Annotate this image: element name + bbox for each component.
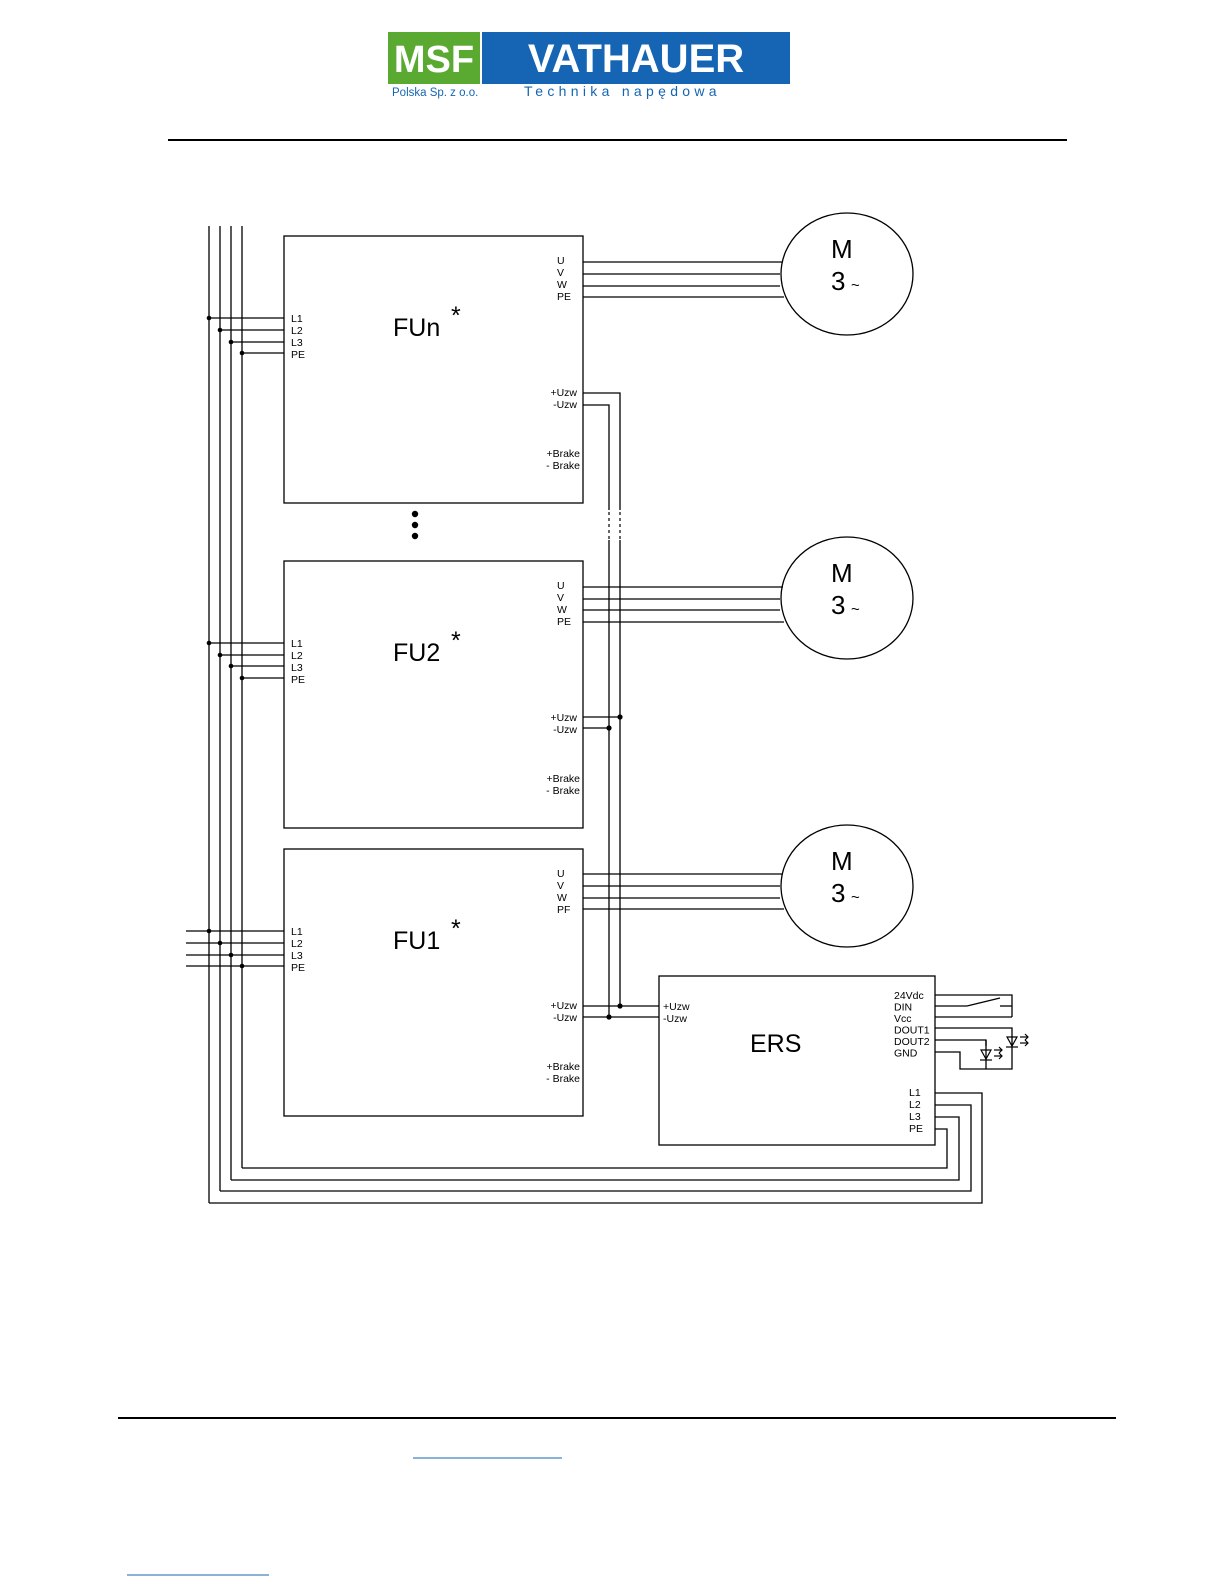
terminal-label: L1: [291, 926, 303, 938]
terminal-label: L3: [909, 1111, 921, 1123]
terminal-label: +Uzw: [550, 712, 577, 724]
logo-mark: MSF: [394, 39, 474, 81]
terminal-label: L3: [291, 337, 303, 349]
terminal-label: -Uzw: [663, 1013, 687, 1025]
motor-phase-count: 3: [831, 266, 845, 296]
led-icon: [980, 1047, 1002, 1060]
terminal-label: DIN: [894, 1002, 912, 1014]
terminal-label: GND: [894, 1048, 918, 1060]
terminal-label: W: [557, 604, 567, 616]
terminal-label: DOUT2: [894, 1036, 930, 1048]
motor: M3 ~: [781, 213, 913, 335]
terminal-label: DOUT1: [894, 1025, 930, 1037]
logo-subtitle-left: Polska Sp. z o.o.: [392, 87, 478, 99]
motor-icon: [781, 537, 913, 659]
motor-phase-count: 3: [831, 878, 845, 908]
terminal-label: L2: [291, 938, 303, 950]
terminal-label: PE: [557, 291, 571, 303]
terminal-label: -Uzw: [553, 399, 577, 411]
motor-label: M: [831, 558, 853, 588]
inverter-name: FU2: [393, 639, 440, 667]
terminal-label: +Brake: [546, 448, 580, 460]
inverter-footnote-mark: *: [451, 627, 461, 655]
terminal-label: L2: [291, 325, 303, 337]
terminal-label: +Uzw: [663, 1001, 690, 1013]
terminal-label: U: [557, 580, 565, 592]
company-logo: MSF VATHAUER Polska Sp. z o.o. Technika …: [388, 32, 790, 99]
motor-icon: [781, 213, 913, 335]
terminal-label: PE: [909, 1123, 923, 1135]
terminal-label: W: [557, 279, 567, 291]
terminal-label: PE: [291, 349, 305, 361]
inverter-box: [284, 849, 583, 1116]
motor-ac-symbol: ~: [851, 601, 860, 618]
terminal-label: L1: [909, 1087, 921, 1099]
led-icon: [1006, 1034, 1028, 1047]
terminal-label: - Brake: [546, 785, 580, 797]
motor-label: M: [831, 234, 853, 264]
motor-icon: [781, 825, 913, 947]
motor-ac-symbol: ~: [851, 889, 860, 906]
inverter-box: [284, 236, 583, 503]
terminal-label: PF: [557, 904, 570, 916]
terminal-label: V: [557, 592, 564, 604]
terminal-label: W: [557, 892, 567, 904]
terminal-label: L1: [291, 313, 303, 325]
terminal-label: L2: [291, 650, 303, 662]
terminal-label: -Uzw: [553, 724, 577, 736]
motor-ac-symbol: ~: [851, 277, 860, 294]
terminal-label: V: [557, 880, 564, 892]
terminal-label: -Uzw: [553, 1012, 577, 1024]
ers-name: ERS: [750, 1030, 801, 1058]
terminal-label: +Brake: [546, 773, 580, 785]
logo-subtitle-right: Technika napędowa: [524, 83, 721, 99]
inverter-footnote-mark: *: [451, 915, 461, 943]
terminal-label: L1: [291, 638, 303, 650]
motor-label: M: [831, 846, 853, 876]
more-inverters-ellipsis: [412, 511, 418, 539]
dc-bus-gap: [609, 512, 620, 540]
wiring: [186, 226, 1012, 1203]
terminal-label: V: [557, 267, 564, 279]
terminal-label: L3: [291, 950, 303, 962]
terminal-label: - Brake: [546, 460, 580, 472]
terminal-label: Vcc: [894, 1013, 912, 1025]
terminal-label: L2: [909, 1099, 921, 1111]
terminal-label: U: [557, 255, 565, 267]
terminal-label: +Brake: [546, 1061, 580, 1073]
terminal-label: - Brake: [546, 1073, 580, 1085]
inverter-box: [284, 561, 583, 828]
terminal-label: U: [557, 868, 565, 880]
terminal-label: 24Vdc: [894, 990, 924, 1002]
motor: M3 ~: [781, 537, 913, 659]
terminal-label: PE: [291, 674, 305, 686]
motors: M3~M3~M3~: [781, 213, 913, 947]
terminal-label: +Uzw: [550, 1000, 577, 1012]
motor: M3 ~: [781, 825, 913, 947]
terminal-label: PE: [557, 616, 571, 628]
logo-brand: VATHAUER: [528, 37, 744, 81]
inverter-name: FU1: [393, 927, 440, 955]
terminal-label: +Uzw: [550, 387, 577, 399]
terminal-label: L3: [291, 662, 303, 674]
motor-phase-count: 3: [831, 590, 845, 620]
inverter-footnote-mark: *: [451, 302, 461, 330]
inverter-name: FUn: [393, 314, 440, 342]
terminal-label: PE: [291, 962, 305, 974]
